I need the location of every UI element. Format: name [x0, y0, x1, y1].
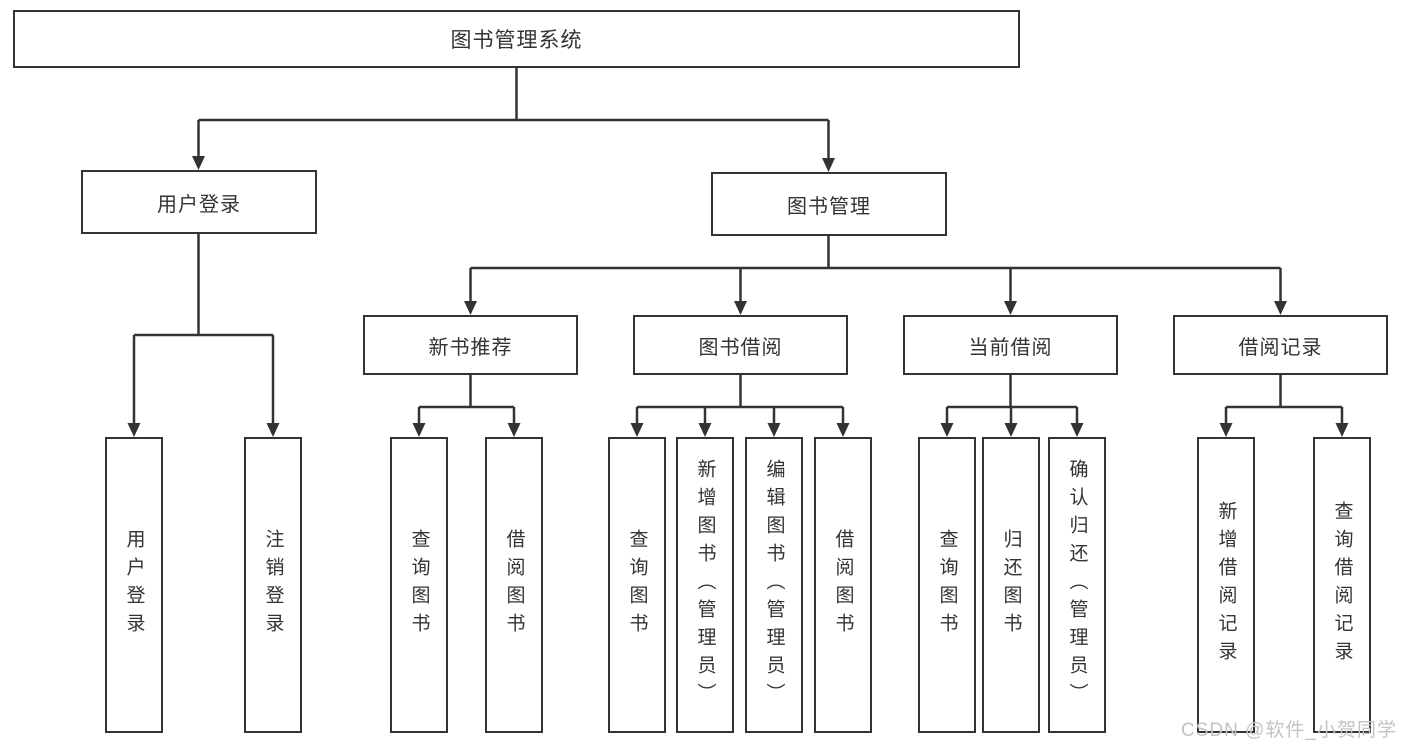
csdn-watermark: CSDN @软件_小贺同学: [1181, 720, 1397, 741]
node-query-books-recommend: 查询图书: [390, 437, 448, 733]
node-query-books-borrowing: 查询图书: [608, 437, 666, 733]
node-query-borrow-record: 查询借阅记录: [1313, 437, 1371, 733]
node-book-borrowing: 图书借阅: [633, 315, 848, 375]
node-new-book-recommendation: 新书推荐: [363, 315, 578, 375]
node-user-login-action: 用户登录: [105, 437, 163, 733]
node-borrow-books-recommend: 借阅图书: [485, 437, 543, 733]
node-library-system: 图书管理系统: [13, 10, 1020, 68]
node-return-book: 归还图书: [982, 437, 1040, 733]
node-add-book-admin: 新增图书（管理员）: [676, 437, 734, 733]
node-user-login: 用户登录: [81, 170, 317, 234]
node-add-borrow-record: 新增借阅记录: [1197, 437, 1255, 733]
node-edit-book-admin: 编辑图书（管理员）: [745, 437, 803, 733]
node-borrow-books-borrowing: 借阅图书: [814, 437, 872, 733]
node-query-books-current: 查询图书: [918, 437, 976, 733]
node-current-borrowing: 当前借阅: [903, 315, 1118, 375]
node-book-management: 图书管理: [711, 172, 947, 236]
node-logout: 注销登录: [244, 437, 302, 733]
node-borrowing-records: 借阅记录: [1173, 315, 1388, 375]
node-confirm-return-admin: 确认归还（管理员）: [1048, 437, 1106, 733]
